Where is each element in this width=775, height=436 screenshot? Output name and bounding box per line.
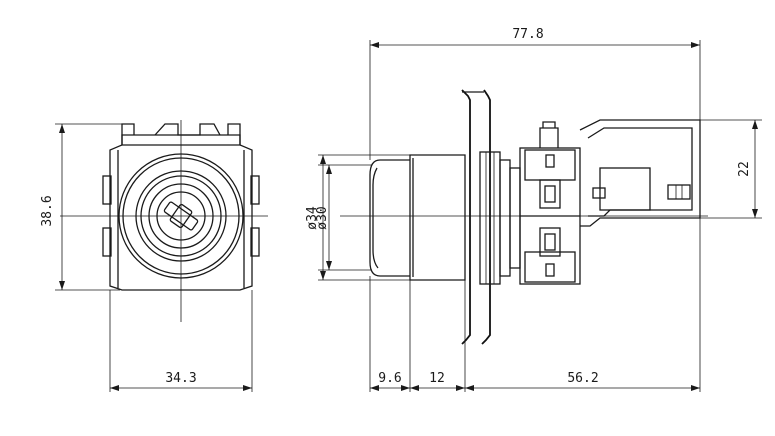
dimension-77-8: 77.8 — [369, 27, 701, 160]
dim-label-56-2: 56.2 — [567, 371, 598, 386]
dim-label-phi30: ø30 — [315, 206, 330, 229]
dim-label-22: 22 — [737, 161, 752, 177]
dimension-22: 22 — [700, 119, 762, 219]
dimension-38-6: 38.6 — [40, 123, 125, 291]
dim-label-9-6: 9.6 — [378, 371, 401, 386]
dim-label-77-8: 77.8 — [512, 27, 543, 42]
dimension-bottom: 9.6 12 56.2 — [369, 218, 701, 392]
front-view — [60, 120, 268, 322]
dimension-diameters: ø34 ø30 — [305, 154, 410, 281]
dim-label-38-6: 38.6 — [40, 195, 55, 226]
dim-label-phi34: ø34 — [305, 206, 320, 230]
dim-label-12: 12 — [429, 371, 445, 386]
dimension-34-3: 34.3 — [109, 290, 253, 392]
side-view — [340, 89, 708, 345]
dim-label-34-3: 34.3 — [165, 371, 196, 386]
